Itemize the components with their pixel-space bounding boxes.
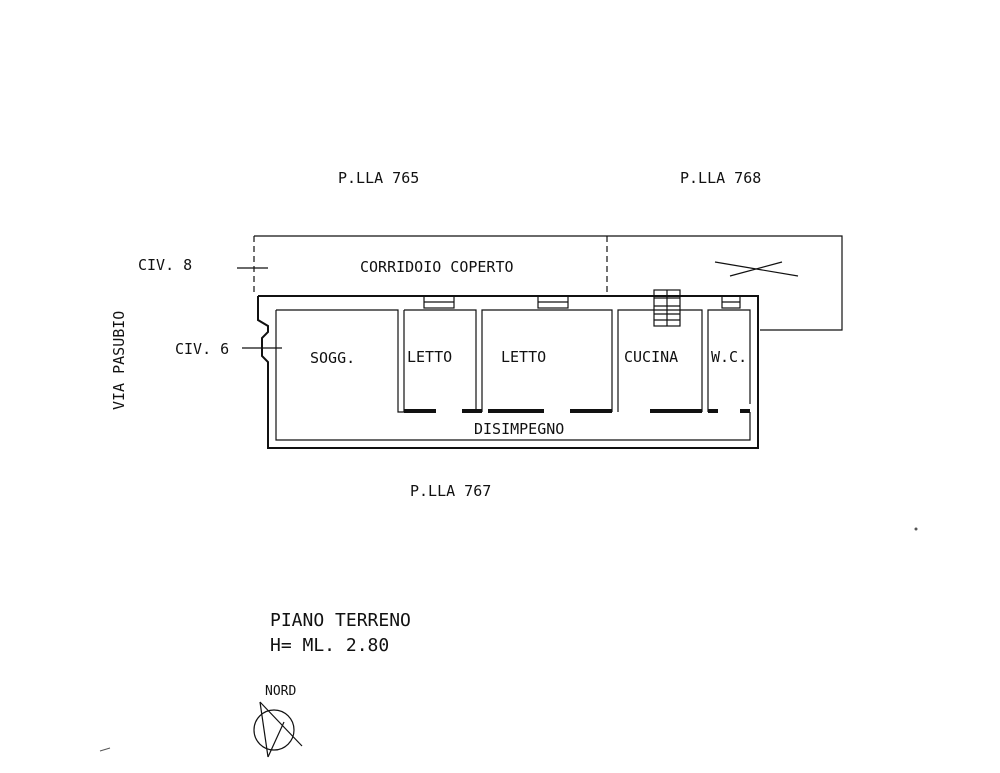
inner-walls	[276, 309, 751, 413]
room-label-corridor: CORRIDOIO COPERTO	[360, 258, 514, 276]
north-arrow-icon	[253, 701, 303, 758]
room-label-wc: W.C.	[711, 348, 747, 366]
scan-speck	[914, 527, 918, 531]
parcel-label-767: P.LLA 767	[410, 482, 491, 500]
building-outer-walls	[257, 295, 759, 449]
entrance-civ6-label: CIV. 6	[175, 340, 229, 358]
room-label-living: SOGG.	[310, 349, 355, 367]
street-label: VIA PASUBIO	[110, 311, 128, 410]
outdoor-area-ne	[607, 235, 843, 331]
kitchen-flue-hatch	[653, 289, 681, 327]
floor-name: PIANO TERRENO	[270, 610, 411, 631]
covered-corridor-outline	[253, 235, 608, 296]
room-label-bedroom-2: LETTO	[501, 348, 546, 366]
room-label-bedroom-1: LETTO	[407, 348, 452, 366]
parcel-label-765: P.LLA 765	[338, 169, 419, 187]
room-label-hall: DISIMPEGNO	[474, 420, 564, 438]
room-label-kitchen: CUCINA	[624, 348, 678, 366]
parcel-label-768: P.LLA 768	[680, 169, 761, 187]
north-windows	[423, 295, 741, 309]
entrance-civ8-label: CIV. 8	[138, 256, 192, 274]
floor-height: H= ML. 2.80	[270, 635, 389, 656]
north-label: NORD	[265, 684, 296, 699]
scan-speck	[99, 747, 111, 752]
